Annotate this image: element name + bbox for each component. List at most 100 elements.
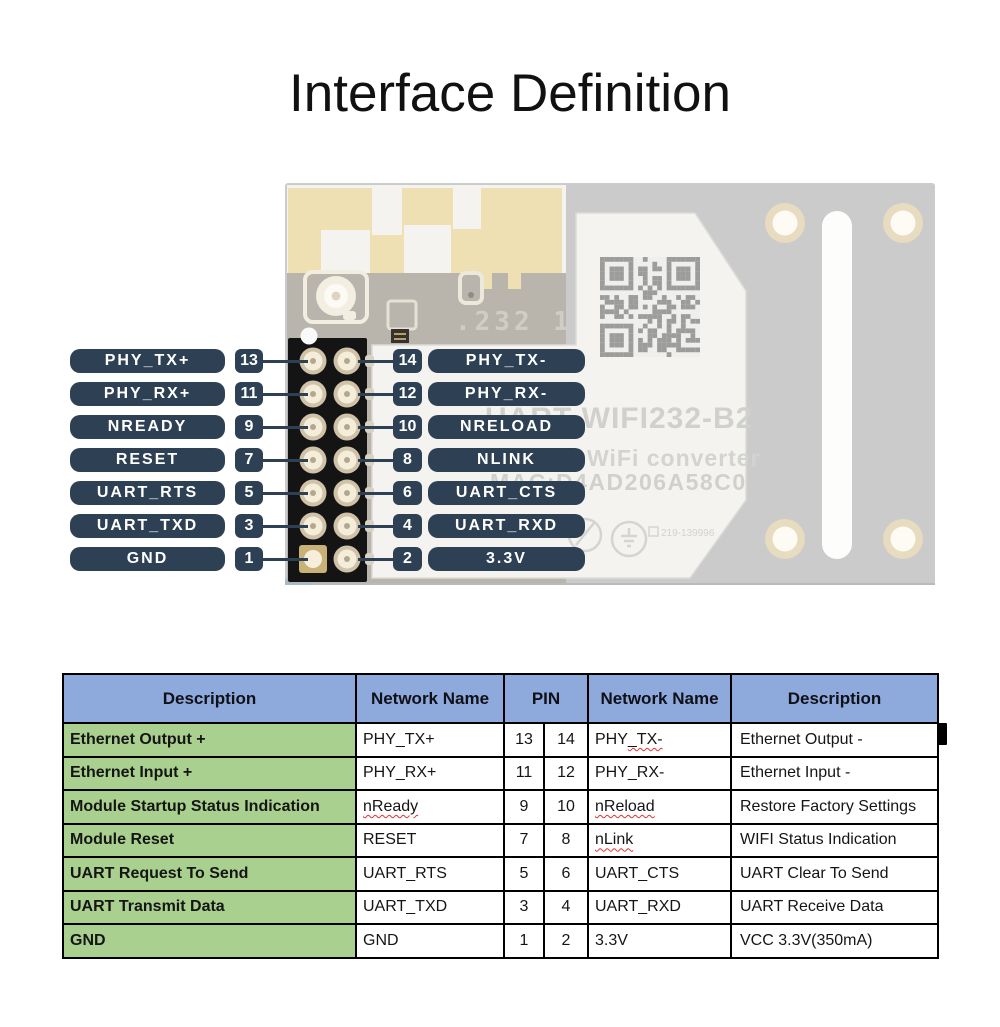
cell-pin-right: 2: [543, 923, 589, 959]
cell-pin-right: 12: [543, 755, 589, 791]
pin-label-right: NLINK: [428, 448, 585, 472]
pin-number-left: 5: [235, 481, 263, 505]
pin-connector-line: [358, 491, 393, 495]
pin-connector-line: [358, 392, 393, 396]
cell-network-right: UART_RXD: [587, 889, 732, 925]
pin-number-left: 11: [235, 382, 263, 406]
pin-connector-line: [358, 557, 393, 561]
cell-network-right: nLink: [587, 822, 732, 858]
pin-label-left: RESET: [70, 448, 225, 472]
text-cursor-artifact: [938, 723, 947, 745]
qr-code: [600, 257, 700, 357]
pin-number-right: 6: [393, 481, 422, 505]
cell-network-right: 3.3V: [587, 923, 732, 959]
cell-description-left: GND: [62, 923, 357, 959]
pin-number-left: 3: [235, 514, 263, 538]
pin-connector-line: [263, 359, 308, 363]
pin-label-right: UART_CTS: [428, 481, 585, 505]
header-pin: [299, 545, 327, 573]
antenna-connector: [303, 270, 369, 324]
cell-network-left: nReady: [355, 789, 505, 825]
cell-network-left: PHY_RX+: [355, 755, 505, 791]
pin-connector-line: [358, 458, 393, 462]
cell-description-right: Ethernet Input -: [730, 755, 939, 791]
cert-code-text: 219-139996: [661, 528, 715, 539]
pin-label-left: GND: [70, 547, 225, 571]
cell-network-left: GND: [355, 923, 505, 959]
col-header-network-left: Network Name: [355, 673, 505, 724]
cell-pin-left: 3: [503, 889, 545, 925]
cell-network-left: UART_TXD: [355, 889, 505, 925]
silkscreen-dot: [300, 327, 318, 345]
header-pin: [299, 347, 327, 375]
col-header-pin: PIN: [503, 673, 589, 724]
pin-connector-line: [358, 524, 393, 528]
cell-network-left: UART_RTS: [355, 856, 505, 892]
pin-label-right: NRELOAD: [428, 415, 585, 439]
header-pin: [299, 512, 327, 540]
small-component: [386, 271, 484, 343]
pin-connector-line: [358, 425, 393, 429]
shield-subtitle-text: WiFi converter: [587, 445, 761, 471]
cell-network-right: PHY_TX-: [587, 722, 732, 758]
cell-description-right: Restore Factory Settings: [730, 789, 939, 825]
pin-label-left: UART_RTS: [70, 481, 225, 505]
cell-description-right: UART Receive Data: [730, 889, 939, 925]
header-pin: [333, 380, 361, 408]
pin-header: [288, 327, 374, 582]
header-pin: [299, 413, 327, 441]
pin-number-right: 2: [393, 547, 422, 571]
header-pin: [333, 479, 361, 507]
cell-network-left: RESET: [355, 822, 505, 858]
cell-pin-left: 7: [503, 822, 545, 858]
cell-pin-right: 8: [543, 822, 589, 858]
pin-label-left: PHY_TX+: [70, 349, 225, 373]
cell-description-right: UART Clear To Send: [730, 856, 939, 892]
board-slot: [822, 211, 852, 559]
cell-pin-left: 11: [503, 755, 545, 791]
cell-pin-left: 13: [503, 722, 545, 758]
col-header-network-right: Network Name: [587, 673, 732, 724]
header-pin: [333, 446, 361, 474]
cell-pin-left: 5: [503, 856, 545, 892]
cell-description-left: Ethernet Output +: [62, 722, 357, 758]
cell-pin-right: 10: [543, 789, 589, 825]
cell-pin-left: 1: [503, 923, 545, 959]
cell-pin-right: 4: [543, 889, 589, 925]
pin-definition-table: Description Network Name PIN Network Nam…: [62, 673, 939, 959]
page-title: Interface Definition: [289, 64, 731, 123]
header-pin: [299, 446, 327, 474]
pin-label-right: UART_RXD: [428, 514, 585, 538]
header-pin: [333, 347, 361, 375]
pin-connector-line: [358, 359, 393, 363]
header-pin: [299, 479, 327, 507]
header-pin: [299, 380, 327, 408]
pin-connector-line: [263, 458, 308, 462]
cell-description-left: UART Request To Send: [62, 856, 357, 892]
antenna-trace: [288, 188, 562, 289]
cert-marks: [567, 517, 659, 558]
pin-number-left: 1: [235, 547, 263, 571]
board-marking: .232 1: [455, 307, 573, 337]
cell-pin-left: 9: [503, 789, 545, 825]
cell-network-right: PHY_RX-: [587, 755, 732, 791]
pin-number-right: 14: [393, 349, 422, 373]
pin-number-left: 13: [235, 349, 263, 373]
cell-network-right: nReload: [587, 789, 732, 825]
table-header-row: Description Network Name PIN Network Nam…: [62, 673, 939, 724]
header-pin: [333, 545, 361, 573]
pin-number-right: 8: [393, 448, 422, 472]
cell-description-left: Ethernet Input +: [62, 755, 357, 791]
pin-connector-line: [263, 425, 308, 429]
pin-label-left: PHY_RX+: [70, 382, 225, 406]
cell-description-right: Ethernet Output -: [730, 722, 939, 758]
pin-label-left: UART_TXD: [70, 514, 225, 538]
pin-number-right: 4: [393, 514, 422, 538]
pin-connector-line: [263, 557, 308, 561]
